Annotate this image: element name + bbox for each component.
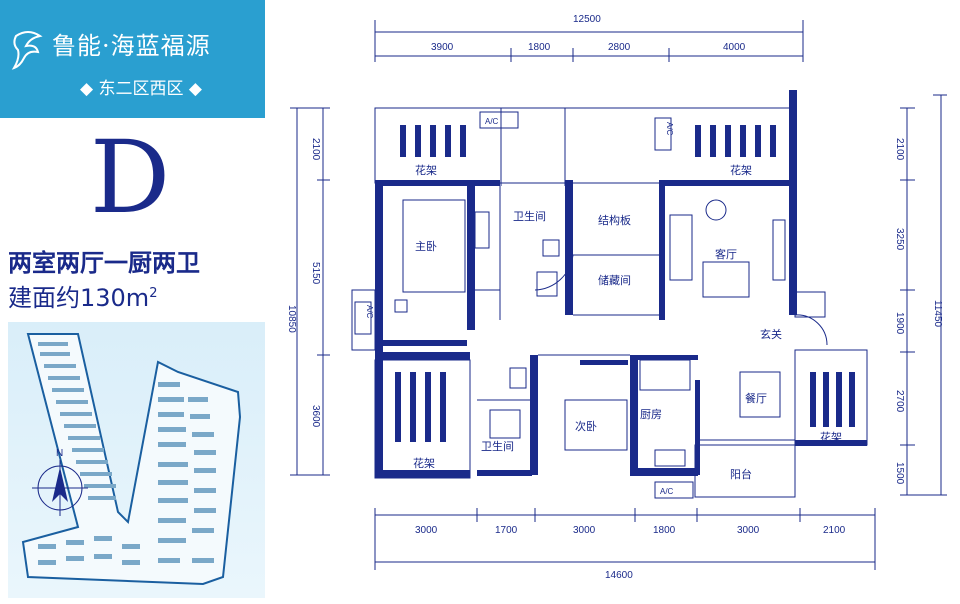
unit-area-sup: 2 bbox=[149, 286, 158, 301]
site-plan: N bbox=[8, 322, 265, 598]
dim-bottom-3: 3000 bbox=[573, 525, 596, 536]
dim-top-2: 1800 bbox=[528, 42, 551, 53]
floor-plan: 12500 3900 1800 2800 4000 3000 1700 3000… bbox=[275, 0, 960, 600]
room-bath-1: 卫生间 bbox=[513, 209, 546, 223]
room-kitchen: 厨房 bbox=[640, 408, 662, 421]
dim-right-5: 1500 bbox=[894, 462, 905, 485]
room-master-bed: 主卧 bbox=[415, 240, 437, 253]
room-storage: 储藏间 bbox=[598, 273, 631, 287]
brand-logo-icon bbox=[11, 31, 43, 70]
dim-top-4: 4000 bbox=[723, 42, 746, 53]
dim-right-2: 3250 bbox=[894, 228, 905, 251]
ac-label-4: A/C bbox=[365, 305, 374, 319]
room-flower-rack-bl: 花架 bbox=[413, 457, 435, 470]
brand-subtitle: ◆ 东二区西区 ◆ bbox=[80, 79, 202, 99]
compass-label: N bbox=[56, 448, 63, 459]
brand-banner: 鲁能·海蓝福源 ◆ 东二区西区 ◆ bbox=[0, 0, 265, 118]
brand-title: 鲁能·海蓝福源 bbox=[52, 32, 211, 60]
room-second-bed: 次卧 bbox=[575, 419, 597, 433]
floor-plan-drawing: 12500 3900 1800 2800 4000 3000 1700 3000… bbox=[286, 14, 947, 581]
unit-area-text: 建面约130m bbox=[8, 284, 150, 312]
unit-letter: D bbox=[90, 119, 171, 236]
room-flower-rack-tl: 花架 bbox=[415, 164, 437, 177]
room-dining: 餐厅 bbox=[745, 391, 767, 405]
dim-right-3: 1900 bbox=[894, 312, 905, 335]
dim-left-total: 10850 bbox=[286, 305, 297, 333]
dim-right-1: 2100 bbox=[894, 138, 905, 161]
room-balcony: 阳台 bbox=[730, 467, 752, 481]
dim-top-3: 2800 bbox=[608, 42, 631, 53]
dim-right-total: 11450 bbox=[932, 300, 943, 328]
site-plan-map: N bbox=[21, 333, 242, 586]
room-flower-rack-tr: 花架 bbox=[730, 164, 752, 177]
dim-bottom-5: 3000 bbox=[737, 525, 760, 536]
room-structure: 结构板 bbox=[598, 213, 631, 227]
dim-bottom-1: 3000 bbox=[415, 525, 438, 536]
dim-left-1: 2100 bbox=[310, 138, 321, 161]
room-entrance: 玄关 bbox=[760, 327, 782, 341]
ac-label-3: A/C bbox=[660, 487, 674, 496]
room-bath-2: 卫生间 bbox=[481, 439, 514, 453]
dim-bottom-2: 1700 bbox=[495, 525, 518, 536]
unit-type: 两室两厅一厨两卫 bbox=[8, 249, 200, 277]
dim-right-4: 2700 bbox=[894, 390, 905, 413]
dim-top-1: 3900 bbox=[431, 42, 454, 53]
compass-icon: N bbox=[32, 448, 88, 516]
dim-bottom-4: 1800 bbox=[653, 525, 676, 536]
room-flower-rack-br: 花架 bbox=[820, 431, 842, 444]
ac-label-2: A/C bbox=[665, 122, 674, 136]
dim-bottom-6: 2100 bbox=[823, 525, 846, 536]
room-living: 客厅 bbox=[715, 247, 737, 261]
dim-bottom-total: 14600 bbox=[605, 570, 633, 581]
ac-label-1: A/C bbox=[485, 117, 499, 126]
dim-left-3: 3600 bbox=[310, 405, 321, 428]
unit-area: 建面约130m2 bbox=[8, 278, 157, 313]
dim-left-2: 5150 bbox=[310, 262, 321, 285]
dim-top-total: 12500 bbox=[573, 14, 601, 25]
